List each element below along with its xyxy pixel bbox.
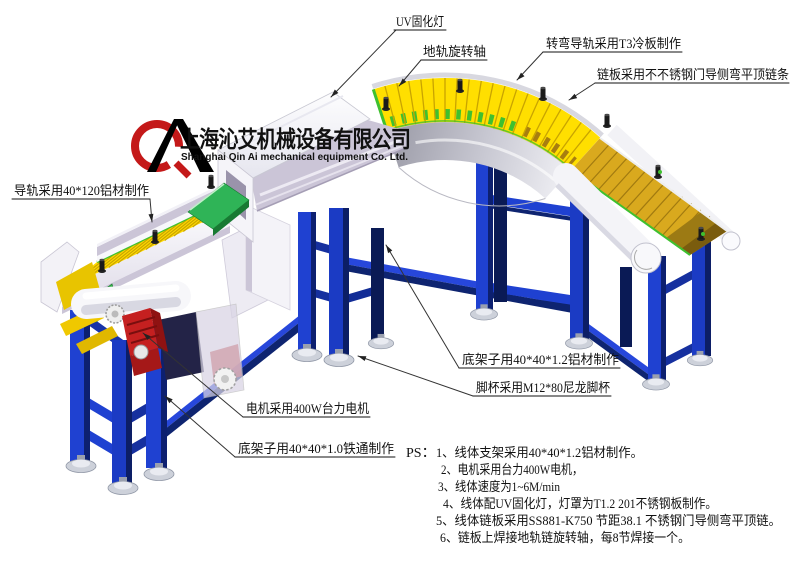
callouts: UV固化灯 地轨旋转轴 转弯导轨采用T3冷板制作 链板采用不不锈钢门导侧弯平顶链… — [11, 14, 790, 458]
callout-motor: 电机采用400W台力电机 — [246, 401, 369, 416]
note-item: 6、链板上焊接地轨链旋转轴，每8节焊接一个。 — [440, 530, 690, 545]
green-mount-plate — [187, 182, 250, 236]
right-table-frame — [620, 232, 714, 391]
callout-uv-lamp: UV固化灯 — [396, 14, 444, 29]
callout-chain-plate: 链板采用不不锈钢门导侧弯平顶链条 — [597, 67, 789, 82]
right-conveyor — [553, 124, 741, 274]
note-item: 3、线体速度为1~6M/min — [438, 479, 560, 494]
curve-table-frame — [470, 150, 593, 350]
note-item: 5、线体链板采用SS881-K750 节距38.1 不锈钢门导侧弯平顶链。 — [436, 513, 781, 528]
notes-block: PS： 1、线体支架采用40*40*1.2铝材制作。 2、电机采用台力400W电… — [406, 445, 781, 545]
curve-section — [371, 72, 604, 207]
rotation-pin — [654, 164, 705, 241]
company-name-zh: 上海沁艾机械设备有限公司 — [180, 126, 410, 152]
callout-foot-cup: 脚杯采用M12*80尼龙脚杯 — [476, 380, 610, 395]
curve-belt-fan — [373, 78, 601, 171]
notes-prefix: PS： — [406, 446, 436, 461]
note-item: 4、线体配UV固化灯，灯罩为T1.2 201不锈钢板制作。 — [443, 496, 717, 511]
middle-table-frame — [291, 208, 395, 367]
hood-side-wall — [251, 120, 406, 211]
logo-a-mark — [174, 119, 214, 172]
rotation-pin — [207, 174, 215, 189]
company-logo: 上海沁艾机械设备有限公司 Shanghai Qin Ai mechanical … — [131, 119, 411, 179]
rotation-pin — [603, 113, 611, 128]
company-name-en: Shanghai Qin Ai mechanical equipment Co.… — [181, 152, 408, 163]
callout-rotation-shaft: 地轨旋转轴 — [423, 44, 486, 59]
callout-base-frame-iron: 底架子用40*40*1.0铁通制作 — [238, 441, 394, 456]
note-item: 1、线体支架采用40*40*1.2铝材制作。 — [436, 445, 643, 460]
uv-hood — [187, 91, 407, 243]
drive-motor-assembly — [56, 262, 245, 399]
callout-guide-rail: 导轨采用40*120铝材制作 — [14, 183, 149, 198]
callout-base-frame-alu: 底架子用40*40*1.2铝材制作 — [462, 352, 619, 367]
note-item: 2、电机采用台力400W电机， — [441, 462, 583, 477]
callout-turn-rail: 转弯导轨采用T3冷板制作 — [546, 36, 681, 51]
